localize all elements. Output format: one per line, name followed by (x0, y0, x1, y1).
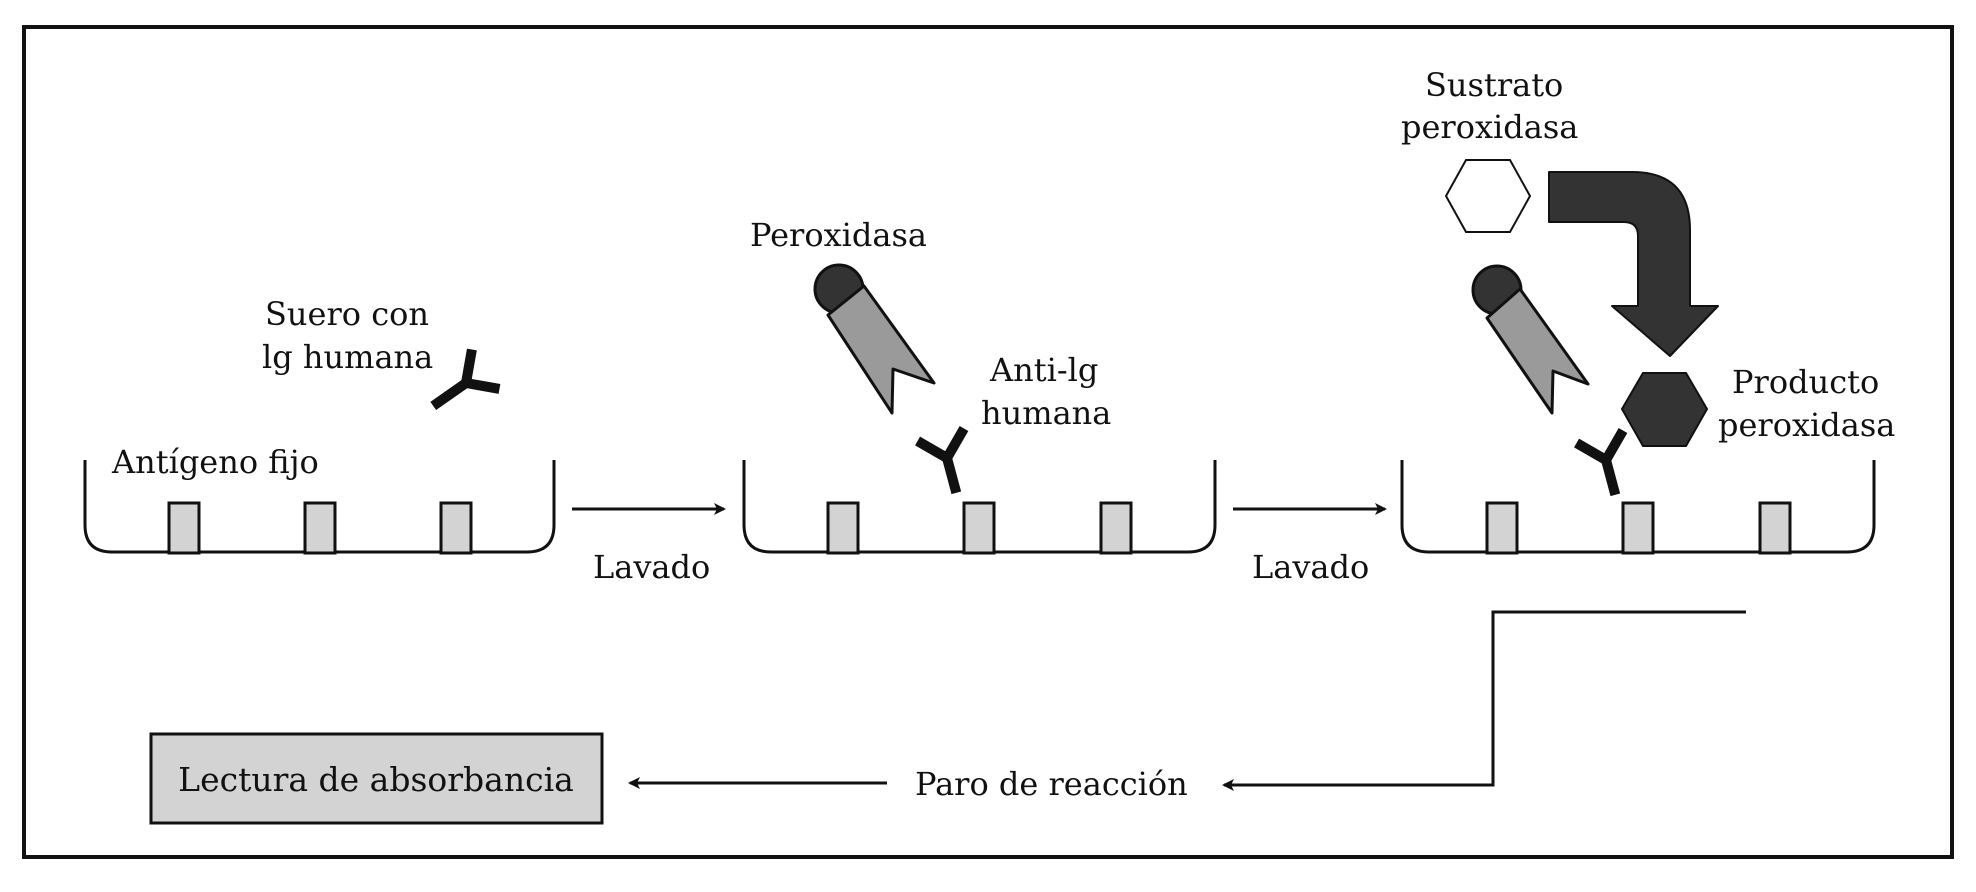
product-hexagon-icon (1620, 372, 1709, 447)
step3-well (1400, 460, 1876, 555)
conversion-arrow-icon (1548, 171, 1719, 357)
anti-ig-conjugate-body-2 (1485, 287, 1590, 415)
label-stop-reaction: Paro de reacción (915, 765, 1188, 803)
label-anti-ig-line2: humana (981, 394, 1111, 432)
label-wash-2: Lavado (1252, 548, 1369, 586)
step1-well (83, 460, 556, 555)
antigen-block (167, 501, 201, 555)
label-wash-1: Lavado (593, 548, 710, 586)
antigen-block (1758, 501, 1792, 555)
antigen-block (303, 501, 337, 555)
flow-connector-line (1222, 610, 1746, 791)
antigen-block (826, 501, 860, 555)
antigen-block (962, 501, 996, 555)
label-absorbance-reading: Lectura de absorbancia (178, 760, 574, 799)
label-antigen: Antígeno fijo (111, 443, 319, 481)
antigen-block (1485, 501, 1519, 555)
outer-frame (22, 25, 1954, 859)
antigen-block (1099, 501, 1133, 555)
human-ig-antibody-icon (430, 348, 501, 411)
label-substrate-line2: peroxidasa (1401, 108, 1578, 146)
bound-human-ig-antibody-icon-2 (1574, 428, 1628, 497)
antigen-block (439, 501, 473, 555)
label-substrate-line1: Sustrato (1425, 66, 1563, 104)
label-product-line1: Producto (1732, 363, 1879, 401)
antigen-block (1621, 501, 1655, 555)
absorbance-reading-box (149, 732, 604, 825)
label-serum-line2: lg humana (262, 338, 433, 376)
label-peroxidase: Peroxidasa (750, 216, 927, 254)
bound-human-ig-antibody-icon (915, 426, 969, 495)
step2-well (742, 460, 1217, 555)
label-serum-line1: Suero con (265, 295, 429, 333)
label-product-line2: peroxidasa (1718, 406, 1895, 444)
substrate-hexagon-icon (1444, 159, 1532, 233)
label-anti-ig-line1: Anti-lg (989, 351, 1098, 389)
anti-ig-conjugate-body (826, 284, 936, 415)
